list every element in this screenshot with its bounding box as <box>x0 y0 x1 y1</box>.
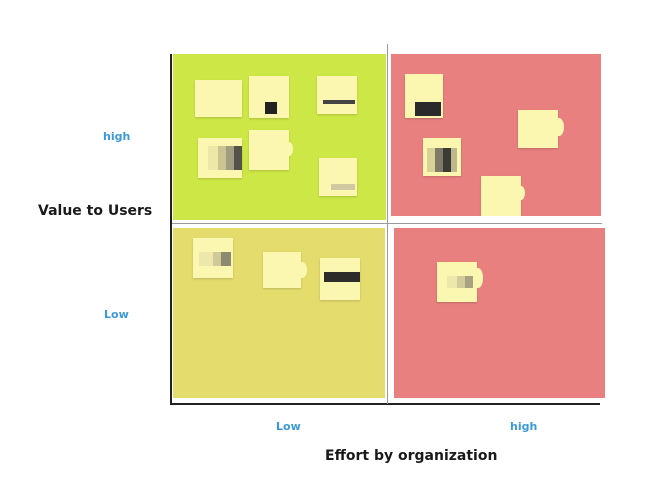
sticky-note[interactable] <box>317 76 357 114</box>
y-axis-title: Value to Users <box>38 203 153 219</box>
sticky-note[interactable] <box>437 262 483 302</box>
sticky-note[interactable] <box>249 76 289 118</box>
sticky-note[interactable] <box>481 176 525 216</box>
vertical-divider <box>387 44 388 404</box>
y-tick-low: Low <box>104 308 129 321</box>
quadrant-low-effort-low-value <box>173 228 385 398</box>
sticky-note[interactable] <box>249 130 293 170</box>
sticky-note[interactable] <box>405 74 443 118</box>
sticky-note[interactable] <box>263 252 307 288</box>
x-axis-title: Effort by organization <box>325 448 498 464</box>
y-axis-line <box>170 54 172 405</box>
sticky-note[interactable] <box>320 258 360 300</box>
quadrant-low-effort-high-value <box>173 54 386 220</box>
sticky-note[interactable] <box>518 110 564 148</box>
y-tick-high: high <box>103 130 131 143</box>
sticky-note[interactable] <box>195 80 242 117</box>
horizontal-divider <box>172 223 602 224</box>
sticky-note[interactable] <box>423 138 461 176</box>
x-tick-high: high <box>510 420 538 433</box>
x-axis-line <box>170 403 600 405</box>
quadrant-high-effort-low-value <box>394 228 605 398</box>
x-tick-low: Low <box>276 420 301 433</box>
sticky-note[interactable] <box>193 238 233 278</box>
sticky-note[interactable] <box>319 158 357 196</box>
sticky-note[interactable] <box>198 138 242 178</box>
quadrant-high-effort-high-value <box>391 54 601 216</box>
